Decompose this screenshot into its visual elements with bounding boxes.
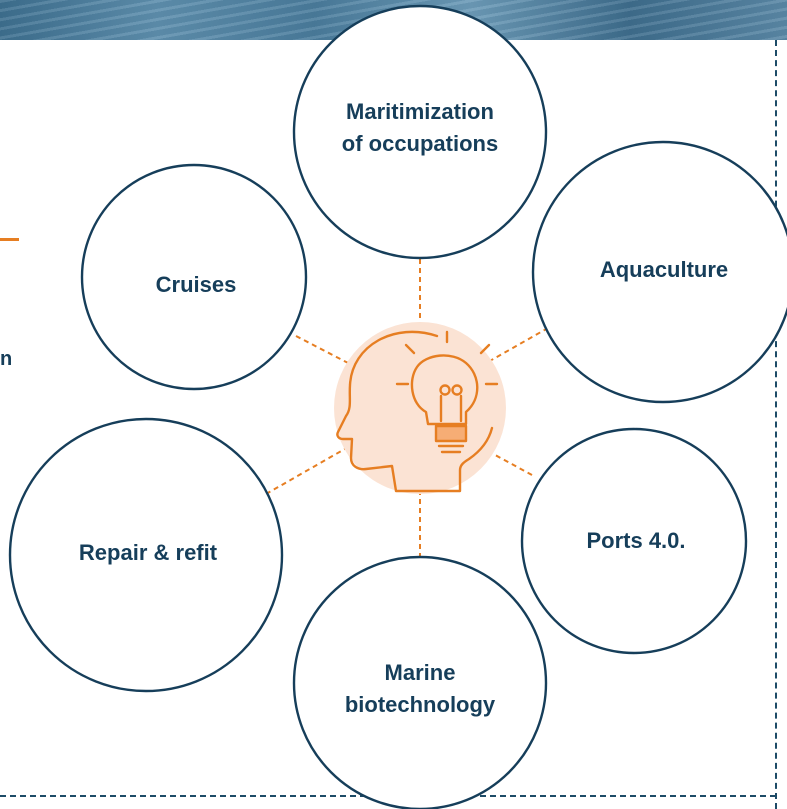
- node-label-line: of occupations: [341, 131, 499, 156]
- node-label-line: Marine: [384, 660, 456, 685]
- node-label-line: Ports 4.0.: [586, 528, 686, 553]
- node-label-repair: Repair & refit: [79, 537, 217, 569]
- connector-aquaculture: [487, 327, 549, 363]
- node-label-line: Aquaculture: [599, 257, 729, 282]
- connector-repair: [265, 445, 351, 495]
- node-circle-aquaculture: [531, 140, 787, 404]
- right-dashed-border: [775, 40, 777, 809]
- node-label-line: Maritimization: [346, 99, 494, 124]
- node-label-line: Repair & refit: [78, 540, 218, 565]
- node-label-ports: Ports 4.0.: [586, 525, 685, 557]
- connector-cruises: [295, 335, 351, 365]
- head-with-lightbulb-icon: [336, 330, 499, 493]
- node-label-maritimization: Maritimization of occupations: [342, 96, 498, 160]
- node-circles: [8, 4, 787, 809]
- node-circle-maritimization: [292, 4, 548, 260]
- node-circle-biotech: [292, 555, 548, 809]
- node-circle-repair: [8, 417, 284, 693]
- node-label-cruises: Cruises: [156, 269, 237, 301]
- node-label-line: Cruises: [155, 272, 237, 297]
- orange-accent-line: [0, 238, 19, 241]
- node-label-line: biotechnology: [344, 692, 496, 717]
- cropped-text-fragment: n: [0, 348, 13, 370]
- node-label-biotech: Marine biotechnology: [345, 657, 495, 721]
- node-label-aquaculture: Aquaculture: [600, 254, 728, 286]
- node-circle-cruises: [80, 163, 308, 391]
- node-circle-ports: [520, 427, 748, 655]
